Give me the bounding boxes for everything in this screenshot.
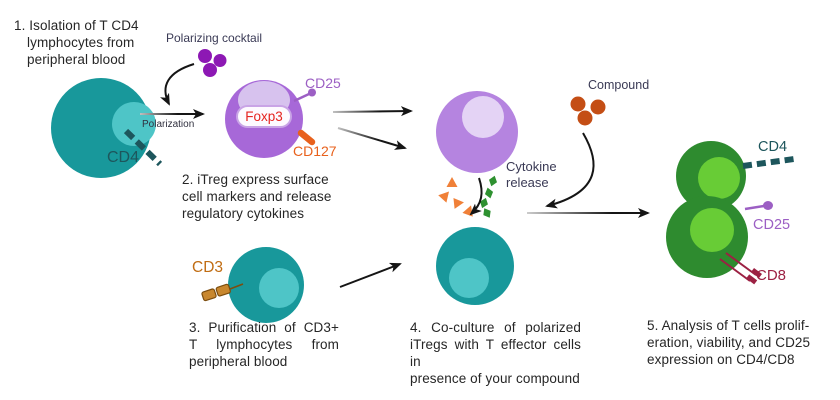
step2-line1: 2. iTreg express surface — [182, 172, 329, 187]
cd8-receptor-icon — [719, 252, 763, 285]
cytokine-triangles-icon — [438, 177, 473, 217]
step3-caption: 3. Purification of CD3+ T lymphocytes fr… — [189, 319, 339, 370]
step3-line1: 3. Purification of CD3+ — [189, 320, 339, 335]
step1-line2: lymphocytes from — [27, 35, 135, 50]
foxp3-label: Foxp3 — [245, 109, 283, 124]
step4-line2: iTregs with T effector cells in — [410, 337, 581, 369]
cocktail-curved-arrow — [160, 63, 195, 106]
cd25-left-label: CD25 — [305, 75, 341, 91]
cd4-tcell — [51, 78, 156, 178]
step1-line3: peripheral blood — [27, 52, 126, 67]
polarized-itreg-cell — [436, 91, 518, 173]
step4-line1: 4. Co-culture of polarized — [410, 320, 581, 335]
cd8-label: CD8 — [756, 267, 787, 284]
step2-line3: regulatory cytokines — [182, 206, 305, 221]
cytokine-diamonds-icon — [480, 175, 497, 218]
cd127-receptor-icon — [297, 129, 316, 146]
cd3-label: CD3 — [192, 259, 224, 276]
polarization-label: Polarization — [142, 119, 195, 130]
cd25-receptor-icon — [293, 88, 316, 103]
coculture-down-arrow — [469, 177, 483, 216]
cd4-right-label: CD4 — [758, 139, 788, 155]
compound-curved-arrow — [545, 132, 595, 209]
step4-line3: presence of your compound — [410, 371, 580, 386]
step4-caption: 4. Co-culture of polarized iTregs with T… — [410, 319, 581, 387]
purification-arrow — [339, 262, 402, 288]
analyzed-tcells — [666, 141, 748, 278]
compound-dots-icon — [570, 96, 606, 126]
cd4-right-receptor-icon — [742, 156, 795, 169]
effector-tcell — [436, 227, 514, 305]
step5-line3: expression on CD4/CD8 — [647, 352, 795, 367]
cd127-label: CD127 — [293, 143, 337, 159]
compound-label: Compound — [588, 78, 650, 92]
cd3-tcell — [228, 247, 304, 323]
step5-line1: 5. Analysis of T cells prolif- — [647, 318, 810, 333]
cytokine-release-line1: Cytokine — [506, 159, 557, 174]
cd4-left-label: CD4 — [107, 149, 140, 166]
cd25-right-label: CD25 — [753, 217, 791, 233]
step1-caption: 1. Isolation of T CD4 lymphocytes from p… — [14, 17, 139, 68]
step2-line2: cell markers and release — [182, 189, 332, 204]
polarizing-cocktail-label: Polarizing cocktail — [166, 31, 263, 45]
step2-caption: 2. iTreg express surface cell markers an… — [182, 171, 331, 222]
step5-caption: 5. Analysis of T cells prolif- eration, … — [647, 317, 825, 368]
polarizing-cocktail-dots-icon — [198, 49, 227, 77]
cd3-receptor-icon — [201, 283, 244, 302]
cytokine-release-label: Cytokine release — [506, 159, 557, 190]
cd4-receptor-icon — [123, 128, 163, 167]
itreg-arrow-upper — [332, 106, 413, 117]
step3-line3: peripheral blood — [189, 354, 288, 369]
cd25-right-receptor-icon — [744, 201, 773, 211]
step5-line2: eration, viability, and CD25 — [647, 335, 811, 350]
itreg-arrow-lower — [337, 127, 407, 150]
cytokine-release-line2: release — [506, 174, 549, 190]
foxp3-badge: Foxp3 — [236, 105, 292, 128]
step1-line1: 1. Isolation of T CD4 — [14, 18, 139, 33]
step3-line2: T lymphocytes from — [189, 337, 339, 352]
